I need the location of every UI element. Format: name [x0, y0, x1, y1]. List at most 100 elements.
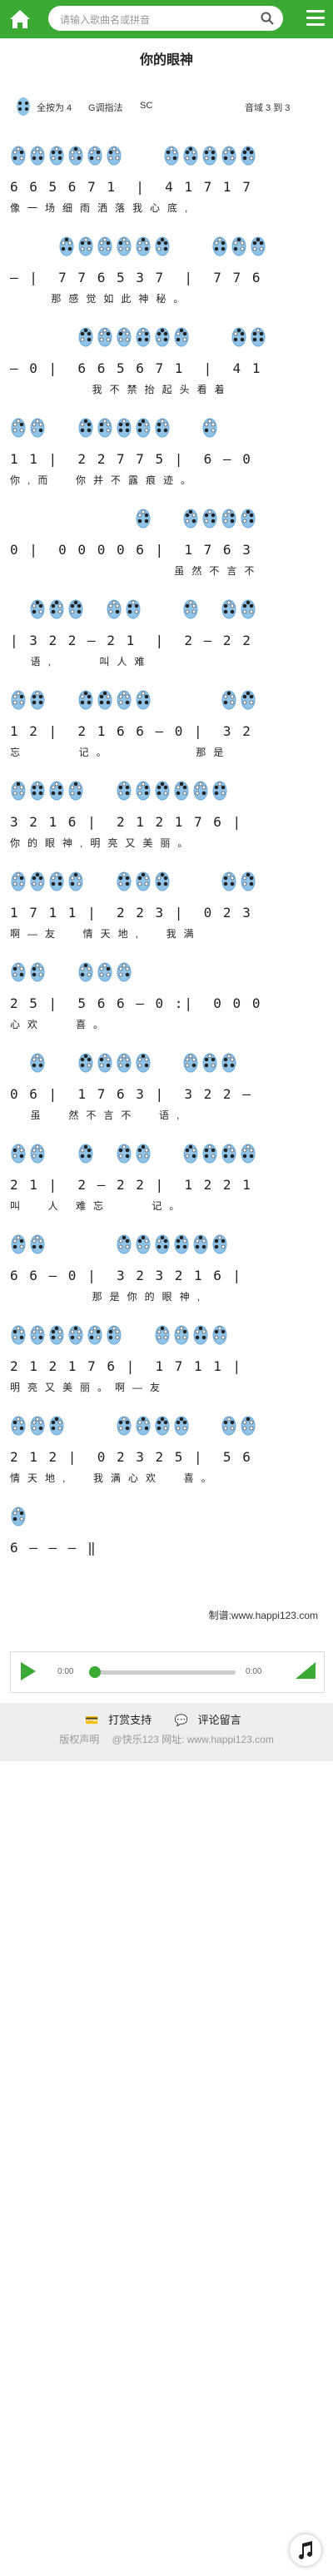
ocarina-fingering-icon	[136, 509, 150, 529]
ocarina-fingering-icon	[97, 236, 112, 256]
ocarina-fingering-icon	[117, 1053, 131, 1073]
ocarina-fingering-icon	[212, 236, 226, 256]
ocarina-fingering-icon	[30, 418, 45, 438]
ocarina-fingering-icon	[11, 418, 26, 438]
ocarina-fingering-icon	[202, 146, 217, 166]
ocarina-fingering-icon	[87, 146, 102, 166]
ocarina-fingering-icon	[117, 1416, 131, 1436]
lyric-line: 情天地, 我满心欢 喜。	[10, 1472, 219, 1484]
lyric-line: 像一场细雨洒落我心底,	[10, 202, 196, 214]
tip-link[interactable]: 💳 打赏支持	[85, 1714, 152, 1726]
ocarina-fingering-icon	[221, 509, 236, 529]
ocarina-fingering-icon	[11, 1144, 26, 1164]
ocarina-fingering-icon	[97, 418, 112, 438]
ocarina-fingering-icon	[97, 690, 112, 710]
ocarina-fingering-icon	[49, 1416, 64, 1436]
ocarina-fingering-icon	[241, 509, 256, 529]
ocarina-fingering-icon	[78, 690, 92, 710]
lyric-line: 虽然不言不	[10, 565, 262, 577]
ocarina-fingering-icon	[49, 1325, 64, 1345]
ocarina-fingering-icon	[136, 1144, 150, 1164]
note-line: 2 1 2 1 7 6 | 1 7 1 1 |	[10, 1358, 243, 1374]
progress-track[interactable]	[92, 1670, 236, 1675]
ocarina-fingering-icon	[231, 236, 246, 256]
search-box[interactable]: 请输入歌曲名或拼音	[48, 6, 283, 31]
ocarina-fingering-icon	[202, 418, 217, 438]
note-line: 1 2 | 2 1 6 6 — 0 | 3 2	[10, 723, 252, 739]
ocarina-fingering-icon	[202, 1053, 217, 1073]
ocarina-fingering-icon	[202, 509, 217, 529]
note-line: 3 2 1 6 | 2 1 2 1 7 6 |	[10, 814, 243, 830]
tuning-info: 全按为 4	[37, 103, 72, 113]
ocarina-fingering-icon	[221, 1144, 236, 1164]
ocarina-fingering-icon	[78, 236, 92, 256]
ocarina-fingering-icon	[221, 690, 236, 710]
ocarina-fingering-icon	[251, 327, 265, 347]
ocarina-fingering-icon	[136, 236, 150, 256]
ocarina-fingering-icon	[155, 781, 169, 801]
type-info: SC	[140, 101, 153, 111]
note-line: 6 — — — ‖	[10, 1540, 97, 1556]
play-button[interactable]	[21, 1662, 36, 1680]
ocarina-fingering-icon	[30, 781, 45, 801]
ocarina-fingering-icon	[11, 962, 26, 982]
ocarina-fingering-icon	[68, 599, 83, 619]
ocarina-fingering-icon	[30, 962, 45, 982]
lyric-line: 你,而 你并不露痕迹。	[10, 474, 199, 486]
ocarina-fingering-icon	[155, 236, 169, 256]
ocarina-fingering-icon	[11, 146, 26, 166]
comment-link[interactable]: 💬 评论留言	[174, 1714, 241, 1726]
page-title: 你的眼神	[139, 53, 193, 67]
ocarina-fingering-icon	[117, 871, 131, 891]
ocarina-fingering-icon	[241, 146, 256, 166]
ocarina-fingering-icon	[221, 1053, 236, 1073]
ocarina-fingering-icon	[78, 962, 92, 982]
ocarina-fingering-icon	[78, 327, 92, 347]
ocarina-fingering-icon	[136, 418, 150, 438]
ocarina-fingering-icon	[174, 1416, 188, 1436]
ocarina-fingering-icon	[107, 599, 122, 619]
note-line: 1 7 1 1 | 2 2 3 | 0 2 3	[10, 905, 252, 921]
ocarina-fingering-icon	[174, 327, 188, 347]
ocarina-fingering-icon	[78, 1053, 92, 1073]
ocarina-fingering-icon	[136, 327, 150, 347]
ocarina-fingering-icon	[11, 1234, 26, 1254]
ocarina-fingering-icon	[30, 1234, 45, 1254]
ocarina-fingering-icon	[251, 236, 265, 256]
ocarina-fingering-icon	[30, 1325, 45, 1345]
top-bar: 请输入歌曲名或拼音	[0, 0, 333, 38]
progress-knob[interactable]	[89, 1666, 101, 1678]
music-toggle-button[interactable]	[290, 2534, 321, 2566]
ocarina-fingering-icon	[59, 236, 73, 256]
site-info: @快乐123 网址: www.happi123.com	[112, 1734, 274, 1745]
copyright-link[interactable]: 版权声明	[59, 1734, 100, 1745]
ocarina-fingering-icon	[136, 690, 150, 710]
audio-player: 0:00 0:00	[10, 1651, 325, 1693]
note-line: 2 1 2 | 0 2 3 2 5 | 5 6	[10, 1449, 252, 1465]
ocarina-fingering-icon	[183, 1144, 198, 1164]
ocarina-fingering-icon	[97, 962, 112, 982]
ocarina-fingering-icon	[221, 1416, 236, 1436]
menu-icon[interactable]	[306, 10, 325, 27]
ocarina-fingering-icon	[155, 327, 169, 347]
volume-icon[interactable]	[296, 1662, 316, 1679]
ocarina-fingering-icon	[212, 1234, 226, 1254]
range-info: 音域 3 到 3	[245, 103, 291, 113]
search-input[interactable]: 请输入歌曲名或拼音	[60, 14, 151, 26]
ocarina-fingering-icon	[117, 327, 131, 347]
ocarina-fingering-icon	[30, 871, 45, 891]
ocarina-fingering-icon	[68, 1325, 83, 1345]
lyric-line: 叫 人 难忘 记。	[10, 1200, 187, 1212]
search-icon[interactable]	[260, 11, 275, 26]
ocarina-fingering-icon	[241, 871, 256, 891]
ocarina-fingering-icon	[68, 781, 83, 801]
credit-text: 制谱:www.happi123.com	[208, 1610, 318, 1621]
ocarina-fingering-icon	[117, 962, 131, 982]
ocarina-fingering-icon	[155, 1234, 169, 1254]
ocarina-fingering-icon	[221, 146, 236, 166]
note-line: — 0 | 6 6 5 6 7 1 | 4 1	[10, 360, 262, 376]
ocarina-fingering-icon	[241, 690, 256, 710]
ocarina-fingering-icon	[30, 1416, 45, 1436]
home-icon[interactable]	[7, 6, 33, 32]
note-line: 6 6 5 6 7 1 | 4 1 7 1 7	[10, 179, 252, 195]
